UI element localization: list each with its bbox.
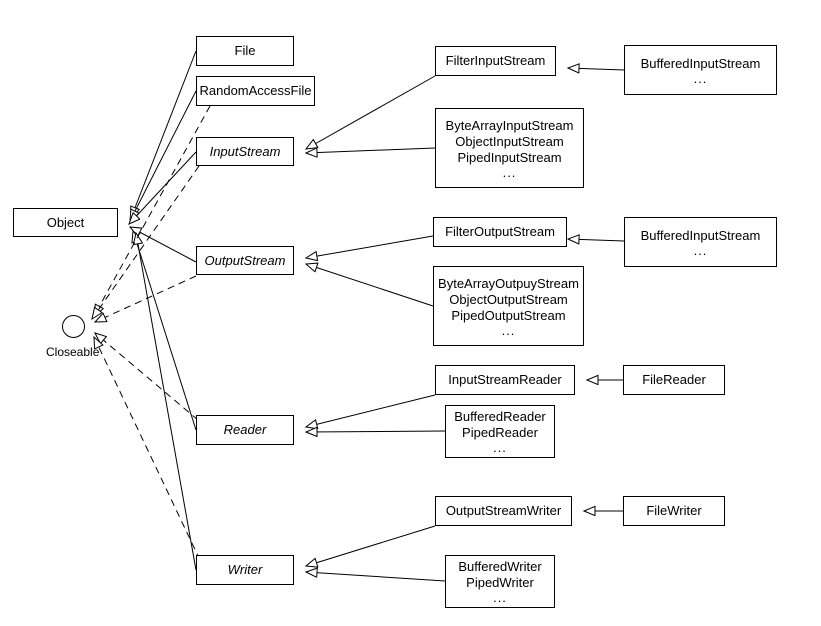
- inputstream-child-edges: [306, 75, 436, 153]
- class-node-writer-group[interactable]: BufferedWriter PipedWriter ...: [445, 555, 555, 608]
- class-label-buffered-reader: BufferedReader: [454, 409, 546, 424]
- class-ellipsis-buffered-input-stream: ...: [693, 70, 708, 86]
- class-label-buffered-writer: BufferedWriter: [458, 559, 542, 574]
- class-node-buffered-input-stream[interactable]: BufferedInputStream ...: [624, 45, 777, 95]
- class-node-reader-group[interactable]: BufferedReader PipedReader ...: [445, 405, 555, 458]
- class-label-byte-array-output-stream: ByteArrayOutpuyStream: [438, 275, 579, 291]
- class-label-piped-output-stream: PipedOutputStream: [451, 307, 566, 323]
- class-label-file: File: [234, 43, 256, 58]
- class-node-filter-output-stream[interactable]: FilterOutputStream: [433, 217, 567, 247]
- class-label-random-access-file: RandomAccessFile: [199, 83, 312, 98]
- class-label-object-output-stream: ObjectOutputStream: [449, 291, 568, 307]
- class-label-filter-output-stream: FilterOutputStream: [445, 224, 555, 239]
- class-node-file-writer[interactable]: FileWriter: [623, 496, 725, 526]
- interface-circle-closeable[interactable]: [62, 315, 85, 338]
- class-label-filter-input-stream: FilterInputStream: [445, 53, 546, 68]
- class-node-input-stream-reader[interactable]: InputStreamReader: [435, 365, 575, 395]
- class-label-buffered-output-stream: BufferedInputStream: [640, 227, 761, 243]
- generalization-edges: [129, 50, 197, 571]
- class-label-output-stream: OutputStream: [204, 252, 286, 268]
- class-node-output-stream[interactable]: OutputStream: [196, 246, 294, 275]
- class-node-output-stream-group[interactable]: ByteArrayOutpuyStream ObjectOutputStream…: [433, 266, 584, 346]
- outputstream-child-edges: [306, 235, 434, 307]
- class-ellipsis-writer-group: ...: [493, 590, 507, 605]
- class-label-file-writer: FileWriter: [646, 503, 702, 518]
- class-label-object: Object: [46, 214, 85, 230]
- class-label-reader: Reader: [223, 422, 267, 437]
- realization-edges: [92, 105, 211, 561]
- writer-child-edges: [306, 525, 446, 582]
- class-label-piped-input-stream: PipedInputStream: [457, 149, 562, 165]
- class-node-writer[interactable]: Writer: [196, 555, 294, 585]
- class-label-byte-array-input-stream: ByteArrayInputStream: [445, 117, 574, 133]
- class-node-object[interactable]: Object: [13, 208, 118, 237]
- leaf-generalization-edges: [568, 68, 625, 511]
- class-ellipsis-reader-group: ...: [493, 440, 507, 455]
- class-node-input-stream-group[interactable]: ByteArrayInputStream ObjectInputStream P…: [435, 108, 584, 188]
- class-node-file[interactable]: File: [196, 36, 294, 66]
- class-ellipsis-buffered-output-stream: ...: [693, 242, 708, 258]
- class-node-reader[interactable]: Reader: [196, 415, 294, 445]
- class-label-writer: Writer: [227, 562, 263, 577]
- class-label-file-reader: FileReader: [642, 372, 706, 387]
- class-label-buffered-input-stream: BufferedInputStream: [640, 55, 761, 71]
- class-ellipsis-input-stream-group: ...: [502, 164, 517, 180]
- class-ellipsis-output-stream-group: ...: [501, 322, 516, 338]
- class-node-file-reader[interactable]: FileReader: [623, 365, 725, 395]
- class-node-filter-input-stream[interactable]: FilterInputStream: [435, 46, 556, 76]
- reader-child-edges: [306, 394, 446, 432]
- class-label-piped-writer: PipedWriter: [466, 575, 534, 590]
- class-node-random-access-file[interactable]: RandomAccessFile: [196, 76, 315, 106]
- interface-label-closeable: Closeable: [46, 345, 100, 359]
- class-label-piped-reader: PipedReader: [462, 425, 538, 440]
- class-label-output-stream-writer: OutputStreamWriter: [445, 503, 562, 518]
- class-label-input-stream: InputStream: [209, 143, 281, 159]
- class-node-output-stream-writer[interactable]: OutputStreamWriter: [435, 496, 572, 526]
- class-label-input-stream-reader: InputStreamReader: [448, 372, 562, 387]
- class-label-object-input-stream: ObjectInputStream: [455, 133, 564, 149]
- class-node-input-stream[interactable]: InputStream: [196, 137, 294, 166]
- class-node-buffered-output-stream[interactable]: BufferedInputStream ...: [624, 217, 777, 267]
